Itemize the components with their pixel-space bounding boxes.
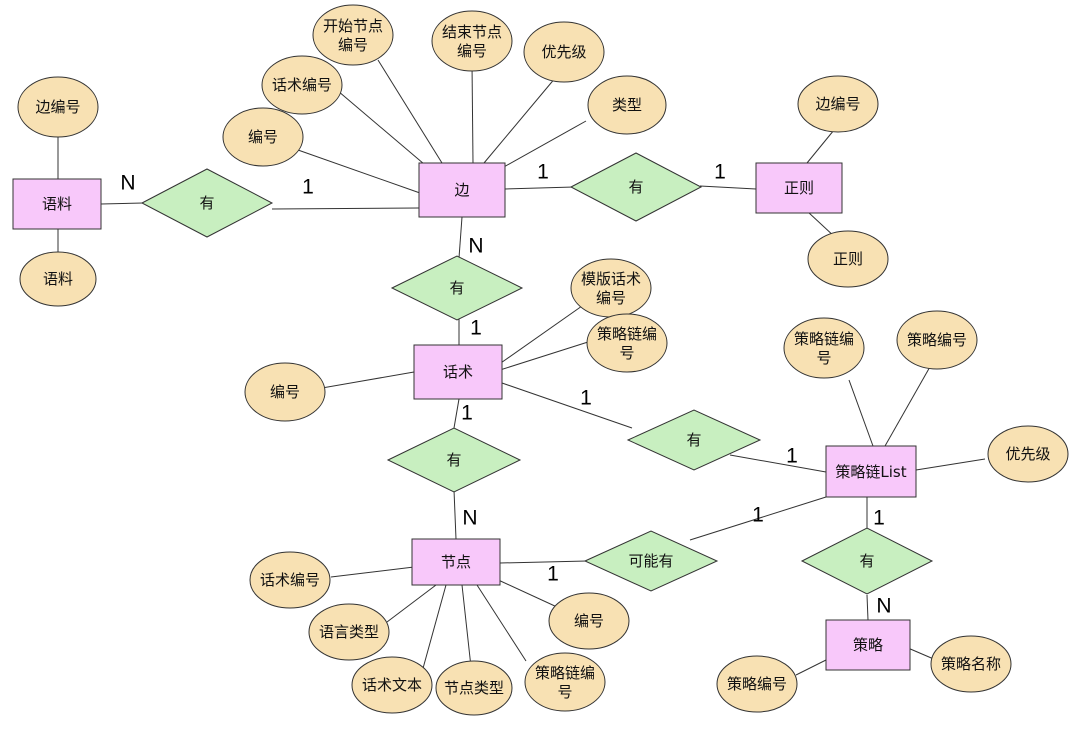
attribute-label: 节点类型	[444, 679, 504, 697]
entity-corpus: 语料	[12, 178, 102, 230]
attribute-label-line2: 编号	[596, 289, 626, 307]
relationship-label: 有	[199, 194, 214, 212]
relationship-label: 有	[686, 431, 701, 449]
attribute-node-chain-no: 策略链编 号	[524, 652, 606, 712]
entity-strategy-chain-list: 策略链List	[825, 445, 917, 498]
attribute-edge-start-node: 开始节点 编号	[312, 4, 394, 66]
attribute-label-line2: 编号	[338, 36, 368, 54]
attribute-regex-edge-no: 边编号	[797, 75, 879, 133]
attribute-edge-type: 类型	[587, 75, 667, 135]
attribute-script-template-no: 模版话术 编号	[570, 258, 652, 318]
attribute-label-line2: 号	[557, 683, 572, 701]
cardinality-label: 1	[752, 504, 764, 527]
cardinality-label: 1	[714, 161, 726, 184]
entity-label: 策略	[853, 636, 883, 654]
cardinality-label: 1	[537, 161, 549, 184]
cardinality-label: 1	[461, 402, 473, 425]
attribute-label: 语料	[43, 270, 73, 288]
attribute-strategy-name: 策略名称	[930, 635, 1012, 693]
attribute-label-line1: 开始节点	[323, 17, 383, 35]
relationship-edge-regex: 有	[569, 152, 703, 222]
attribute-node-type: 节点类型	[435, 660, 513, 716]
attribute-label: 策略名称	[941, 655, 1001, 673]
cardinality-label: N	[468, 235, 483, 258]
relationship-node-chain: 可能有	[583, 530, 719, 592]
cardinality-label: 1	[302, 176, 314, 199]
cardinality-label: N	[876, 595, 891, 618]
cardinality-label: 1	[786, 445, 798, 468]
relationship-script-chain: 有	[626, 409, 762, 471]
relationship-label: 有	[628, 178, 643, 196]
attribute-label-line2: 号	[816, 349, 831, 367]
attribute-edge-priority: 优先级	[523, 21, 605, 83]
entity-label: 策略链List	[835, 463, 906, 481]
attribute-label: 策略编号	[907, 331, 967, 349]
attribute-node-text: 话术文本	[351, 656, 433, 714]
cardinality-label: N	[120, 172, 135, 195]
attribute-chain-strategy-no: 策略编号	[896, 310, 978, 370]
attribute-label: 编号	[248, 128, 278, 146]
attribute-edge-end-node: 结束节点 编号	[431, 10, 513, 72]
attribute-label: 话术编号	[272, 76, 332, 94]
attribute-label: 编号	[270, 383, 300, 401]
attribute-strategy-no: 策略编号	[716, 655, 798, 713]
relationship-label: 有	[859, 552, 874, 570]
entity-edge: 边	[418, 162, 506, 218]
attribute-script-chain-no: 策略链编 号	[586, 313, 668, 373]
attribute-node-script-no: 话术编号	[249, 551, 331, 609]
attribute-chain-chain-no: 策略链编 号	[783, 317, 865, 379]
attribute-label: 话术编号	[260, 571, 320, 589]
attribute-label-line1: 结束节点	[442, 23, 502, 41]
relationship-chain-strategy: 有	[800, 527, 934, 595]
relationship-label: 可能有	[628, 552, 673, 570]
entity-regex: 正则	[755, 162, 843, 214]
entity-label: 语料	[42, 195, 72, 213]
attribute-label-line2: 号	[619, 344, 634, 362]
relationship-edge-script: 有	[390, 255, 524, 321]
attribute-label: 编号	[574, 612, 604, 630]
attribute-edge-script-no: 话术编号	[261, 55, 343, 115]
attribute-label-line1: 策略链编	[535, 664, 595, 682]
cardinality-label: 1	[873, 507, 885, 530]
entity-strategy: 策略	[825, 619, 911, 671]
attribute-label: 优先级	[1005, 445, 1050, 463]
relationship-script-node: 有	[386, 427, 522, 493]
entity-label: 节点	[441, 553, 471, 571]
attribute-label-line2: 编号	[457, 42, 487, 60]
attribute-corpus-edge-no: 边编号	[17, 76, 99, 138]
entity-node: 节点	[411, 538, 501, 586]
attribute-label: 正则	[833, 250, 863, 268]
entity-script: 话术	[413, 344, 503, 400]
entity-label: 话术	[443, 363, 473, 381]
attribute-label: 话术文本	[362, 676, 422, 694]
attribute-label-line1: 策略链编	[794, 330, 854, 348]
attribute-node-id: 编号	[548, 592, 630, 650]
relationship-label: 有	[446, 451, 461, 469]
relationship-label: 有	[449, 279, 464, 297]
cardinality-labels: N 1 1 1 N 1 1 N 1 1 1 1 1 N	[120, 161, 891, 618]
attribute-node-lang-type: 语言类型	[308, 603, 390, 661]
cardinality-label: 1	[547, 563, 559, 586]
attribute-label: 策略编号	[727, 675, 787, 693]
cardinality-label: 1	[580, 387, 592, 410]
attribute-label: 边编号	[35, 98, 80, 116]
attribute-label: 类型	[612, 96, 642, 114]
attribute-label: 边编号	[815, 95, 860, 113]
attribute-regex-text: 正则	[807, 230, 889, 288]
cardinality-label: N	[462, 507, 477, 530]
cardinality-label: 1	[470, 317, 482, 340]
attribute-label-line1: 模版话术	[581, 270, 641, 288]
attribute-chain-priority: 优先级	[987, 425, 1069, 483]
attribute-script-id: 编号	[244, 362, 326, 422]
relationship-corpus-edge: 有	[140, 168, 274, 238]
attribute-label: 优先级	[541, 43, 586, 61]
attribute-label-line1: 策略链编	[597, 325, 657, 343]
attribute-corpus-text: 语料	[19, 251, 97, 307]
attribute-label: 语言类型	[319, 623, 379, 641]
entity-label: 边	[454, 181, 469, 199]
entity-label: 正则	[784, 179, 814, 197]
attribute-edge-id: 编号	[222, 107, 304, 167]
